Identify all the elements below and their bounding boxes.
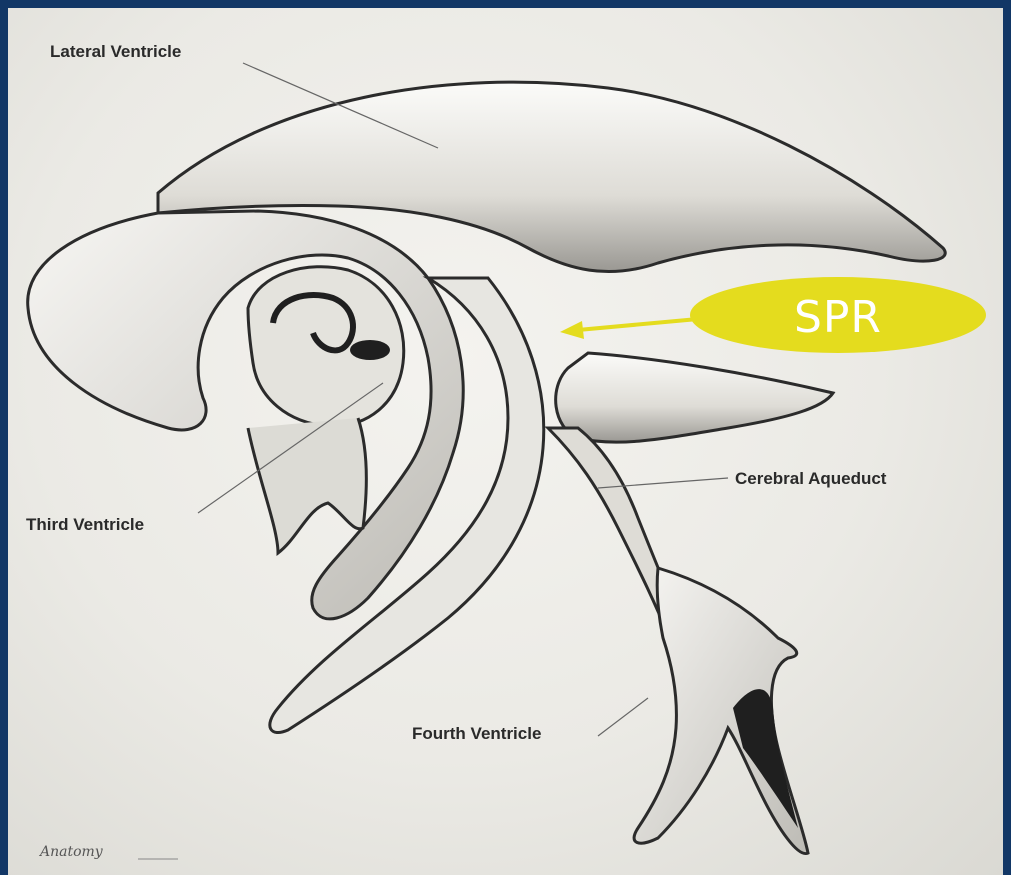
interventricular-foramen	[350, 340, 390, 360]
label-cerebral-aqueduct: Cerebral Aqueduct	[735, 469, 886, 489]
leader-fourth	[598, 698, 648, 736]
spr-arrow-head	[560, 321, 584, 339]
label-lateral-ventricle: Lateral Ventricle	[50, 42, 181, 62]
signature: Anatomy	[40, 844, 103, 860]
label-fourth-ventricle: Fourth Ventricle	[412, 724, 541, 744]
label-third-ventricle: Third Ventricle	[26, 515, 144, 535]
anterior-horn	[28, 211, 464, 619]
spr-callout-text: SPR	[768, 292, 908, 343]
ventricular-system-illustration	[8, 8, 1003, 875]
posterior-horn	[556, 353, 833, 442]
third-ventricle-recess	[248, 418, 366, 553]
diagram-canvas: Lateral Ventricle Third Ventricle Cerebr…	[8, 8, 1003, 875]
fourth-ventricle	[634, 568, 808, 854]
spr-arrow-shaft	[578, 319, 698, 330]
